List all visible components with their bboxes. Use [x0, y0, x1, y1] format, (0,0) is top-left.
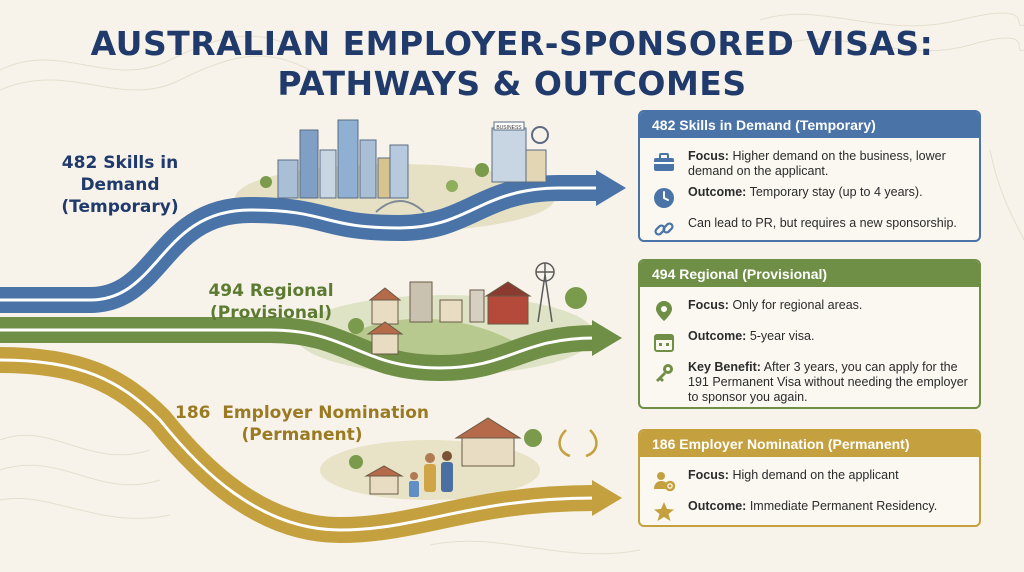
link-icon [652, 217, 676, 240]
visa-card-482-outcome-text: Temporary stay (up to 4 years). [746, 185, 923, 199]
regional-town [366, 281, 532, 355]
visa-card-482-outcome: Outcome: Temporary stay (up to 4 years). [652, 185, 969, 210]
visa-card-186-outcome-label: Outcome: [688, 499, 747, 513]
trees-regional [348, 287, 587, 334]
page-title-line-2: PATHWAYS & OUTCOMES [277, 64, 747, 103]
business-sign-text: BUSINESS [496, 125, 522, 131]
arrowhead-482 [596, 170, 626, 206]
visa-card-482-outcome-label: Outcome: [688, 185, 747, 199]
path-label-186: 186 Employer Nomination (Permanent) [162, 402, 442, 446]
path-label-186-line-2: (Permanent) [241, 425, 363, 445]
page-title-line-1: AUSTRALIAN EMPLOYER-SPONSORED VISAS: [90, 24, 934, 63]
calendar-icon [652, 330, 676, 354]
city-skyline [277, 119, 409, 199]
visa-card-482-pr-note-text: Can lead to PR, but requires a new spons… [688, 216, 957, 230]
visa-card-482-pr-note: Can lead to PR, but requires a new spons… [652, 216, 969, 240]
visa-card-494-outcome-label: Outcome: [688, 329, 747, 343]
visa-card-494-focus-label: Focus: [688, 298, 729, 312]
visa-card-186-outcome: Outcome: Immediate Permanent Residency. [652, 499, 969, 524]
business-building: BUSINESS [491, 121, 549, 183]
visa-card-494-focus-text: Only for regional areas. [728, 298, 863, 312]
path-label-494-line-1: 494 Regional [208, 281, 334, 301]
trees-home [349, 429, 542, 469]
visa-card-494-outcome-text: 5-year visa. [746, 329, 815, 343]
path-label-482-line-1: 482 Skills in [61, 153, 179, 173]
path-label-494: 494 Regional (Provisional) [196, 280, 346, 324]
page-title: AUSTRALIAN EMPLOYER-SPONSORED VISAS: PAT… [0, 24, 1024, 104]
trees-city [260, 163, 489, 192]
visa-card-494-key-benefit: Key Benefit: After 3 years, you can appl… [652, 360, 969, 405]
location-pin-icon [652, 299, 676, 323]
person-gear-icon [652, 469, 676, 493]
path-label-482: 482 Skills in Demand (Temporary) [40, 152, 200, 218]
visa-card-186: 186 Employer Nomination (Permanent) Focu… [638, 429, 981, 527]
topographic-background [0, 12, 1024, 555]
visa-card-186-focus-text: High demand on the applicant [728, 468, 899, 482]
laurel-wreath-icon [558, 429, 598, 458]
path-label-186-line-1: 186 Employer Nomination [175, 403, 429, 423]
arrowhead-186 [592, 480, 622, 516]
visa-card-482: 482 Skills in Demand (Temporary) Focus: … [638, 110, 981, 242]
path-label-494-line-2: (Provisional) [210, 303, 332, 323]
visa-card-482-focus-text: Higher demand on the business, lower dem… [688, 149, 946, 178]
visa-card-494-title: 494 Regional (Provisional) [640, 261, 979, 287]
visa-card-186-focus-label: Focus: [688, 468, 729, 482]
briefcase-icon [652, 150, 676, 174]
visa-card-494: 494 Regional (Provisional) Focus: Only f… [638, 259, 981, 409]
clock-icon [652, 186, 676, 210]
key-icon [652, 361, 676, 385]
visa-card-186-title: 186 Employer Nomination (Permanent) [640, 431, 979, 457]
visa-card-494-focus: Focus: Only for regional areas. [652, 298, 969, 323]
visa-card-482-title: 482 Skills in Demand (Temporary) [640, 112, 979, 138]
family-figures [409, 451, 453, 497]
visa-card-494-outcome: Outcome: 5-year visa. [652, 329, 969, 354]
visa-card-186-focus: Focus: High demand on the applicant [652, 468, 969, 493]
family-home [364, 417, 522, 495]
visa-card-494-key-benefit-label: Key Benefit: [688, 360, 761, 374]
bridge [375, 200, 425, 213]
visa-card-482-focus: Focus: Higher demand on the business, lo… [652, 149, 969, 179]
visa-card-186-outcome-text: Immediate Permanent Residency. [746, 499, 938, 513]
path-label-482-line-3: (Temporary) [61, 197, 179, 217]
path-label-482-line-2: Demand [80, 175, 160, 195]
visa-card-494-key-benefit-text: After 3 years, you can apply for the 191… [688, 360, 968, 404]
star-icon [652, 500, 676, 524]
arrowhead-494 [592, 320, 622, 356]
windmill [535, 262, 555, 323]
visa-card-482-focus-label: Focus: [688, 149, 729, 163]
